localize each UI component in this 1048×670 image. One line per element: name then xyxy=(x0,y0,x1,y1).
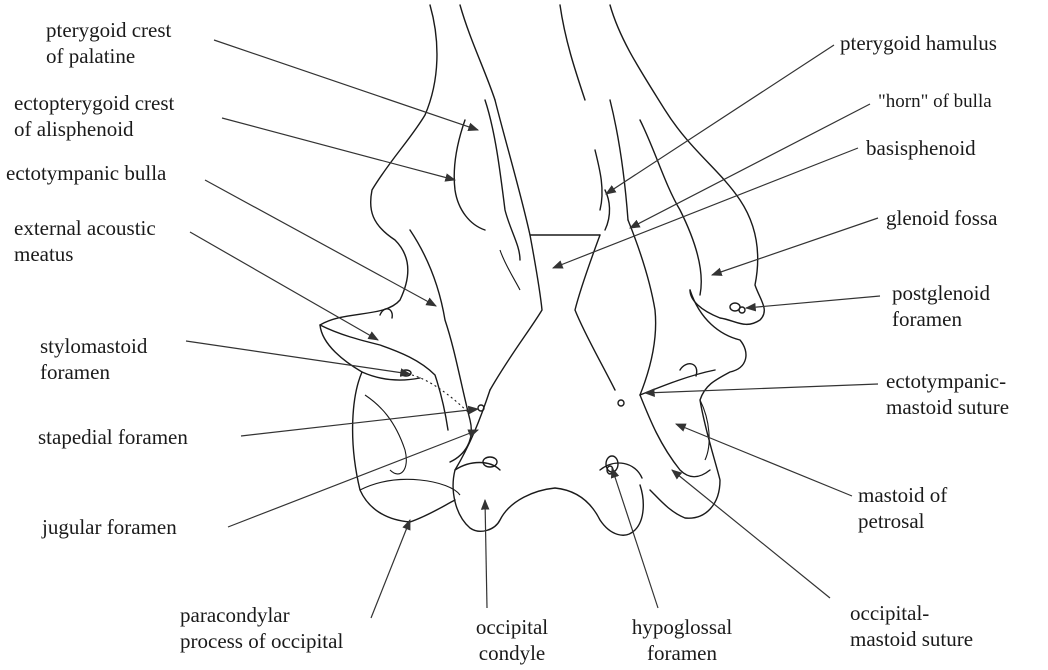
label-pterygoid-crest: pterygoid crest of palatine xyxy=(46,17,171,69)
leader-ectopterygoid-crest xyxy=(222,118,455,180)
label-jugular-foramen: jugular foramen xyxy=(42,514,177,540)
leader-paracondylar-process xyxy=(371,520,410,618)
label-basisphenoid: basisphenoid xyxy=(866,135,976,161)
label-postglenoid-foramen: postglenoid foramen xyxy=(892,280,990,332)
leader-stylomastoid-foramen xyxy=(186,341,410,374)
label-stylomastoid-foramen: stylomastoid foramen xyxy=(40,333,147,385)
leader-horn-of-bulla xyxy=(630,104,870,228)
label-pterygoid-hamulus: pterygoid hamulus xyxy=(840,30,997,56)
label-occipital-mastoid-suture: occipital- mastoid suture xyxy=(850,600,973,652)
label-hypoglossal-foramen: hypoglossal foramen xyxy=(626,614,738,666)
label-stapedial-foramen: stapedial foramen xyxy=(38,424,188,450)
label-mastoid-of-petrosal: mastoid of petrosal xyxy=(858,482,947,534)
leader-stapedial-foramen xyxy=(241,409,478,436)
leader-glenoid-fossa xyxy=(712,218,878,275)
leader-occipital-mastoid-suture xyxy=(672,470,830,598)
leader-mastoid-of-petrosal xyxy=(676,424,852,496)
label-ectopterygoid-crest: ectopterygoid crest of alisphenoid xyxy=(14,90,174,142)
label-paracondylar-process: paracondylar process of occipital xyxy=(180,602,343,654)
skull-outline xyxy=(320,5,764,535)
leader-hypoglossal-foramen xyxy=(612,468,658,608)
label-glenoid-fossa: glenoid fossa xyxy=(886,205,997,231)
leader-pterygoid-crest xyxy=(214,40,478,130)
leader-lines xyxy=(186,40,880,618)
label-horn-of-bulla: "horn" of bulla xyxy=(878,89,992,115)
leader-occipital-condyle xyxy=(485,500,487,608)
leader-ectotympanic-mastoid-suture xyxy=(645,384,878,393)
label-external-acoustic-meatus: external acoustic meatus xyxy=(14,215,156,267)
leader-external-acoustic-meatus xyxy=(190,232,378,340)
label-ectotympanic-bulla: ectotympanic bulla xyxy=(6,160,166,186)
label-occipital-condyle: occipital condyle xyxy=(462,614,562,666)
label-ectotympanic-mastoid-suture: ectotympanic- mastoid suture xyxy=(886,368,1009,420)
leader-ectotympanic-bulla xyxy=(205,180,436,306)
leader-postglenoid-foramen xyxy=(746,296,880,308)
